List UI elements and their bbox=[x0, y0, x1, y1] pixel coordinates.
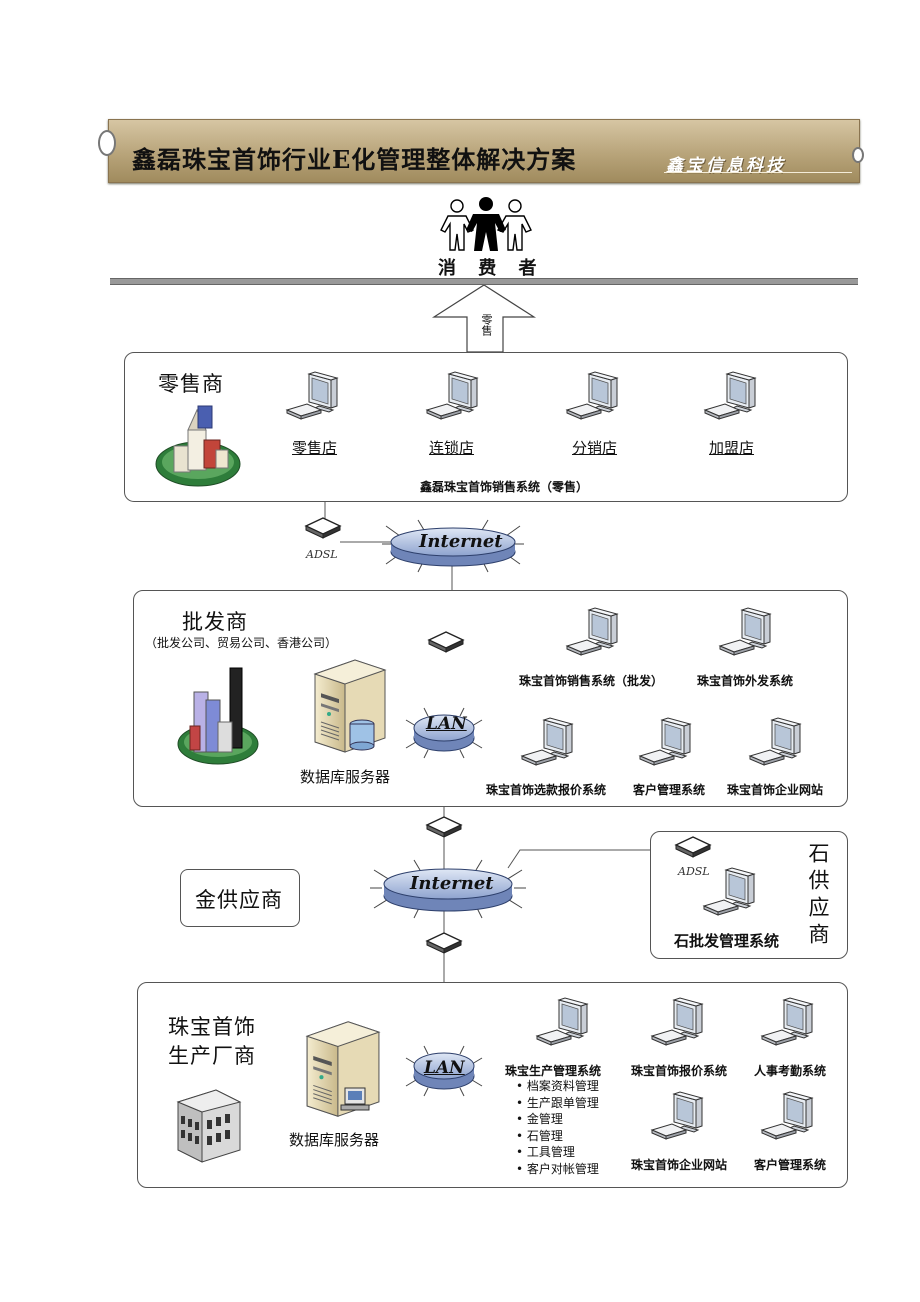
wholesale-system-website: 珠宝首饰企业网站 bbox=[727, 783, 824, 797]
computer-icon-retail-4 bbox=[703, 370, 765, 426]
shop-label-chain: 连锁店 bbox=[429, 439, 475, 457]
computer-icon-mfg-4 bbox=[650, 1090, 712, 1146]
wholesale-system-crm: 客户管理系统 bbox=[633, 783, 706, 797]
mfg-module-item: 生产跟单管理 bbox=[516, 1095, 599, 1112]
mfg-module-item: 档案资料管理 bbox=[516, 1078, 599, 1095]
wholesale-system-outsource: 珠宝首饰外发系统 bbox=[697, 674, 794, 688]
computer-icon-retail-1 bbox=[285, 370, 347, 426]
stone-system-label: 石批发管理系统 bbox=[674, 932, 780, 950]
switch-icon-1 bbox=[427, 630, 465, 654]
stone-supplier-title: 石供应商 bbox=[806, 842, 830, 950]
computer-icon-wholesale-2 bbox=[718, 606, 780, 662]
banner-curl-left bbox=[98, 130, 116, 156]
retail-box bbox=[124, 352, 848, 502]
stone-adsl-label: ADSL bbox=[678, 865, 710, 878]
switch-icon-3 bbox=[425, 931, 463, 955]
computer-icon-mfg-2 bbox=[650, 996, 712, 1052]
mfg-system-quote: 珠宝首饰报价系统 bbox=[631, 1064, 728, 1078]
skyscrapers-icon bbox=[177, 667, 259, 765]
mfg-system-hr: 人事考勤系统 bbox=[754, 1064, 827, 1078]
banner-curl-right bbox=[852, 147, 864, 163]
retail-title: 零售商 bbox=[158, 372, 224, 396]
internet-label-2: Internet bbox=[410, 873, 494, 894]
mfg-system-crm: 客户管理系统 bbox=[754, 1158, 827, 1172]
separator-bar bbox=[110, 278, 858, 285]
computer-icon-retail-2 bbox=[425, 370, 487, 426]
mfg-module-item: 金管理 bbox=[516, 1111, 599, 1128]
consumer-label: 消 费 者 bbox=[438, 258, 545, 279]
lan-label-2: LAN bbox=[424, 1058, 465, 1078]
database-server-icon-2 bbox=[303, 1016, 381, 1120]
computer-icon-mfg-3 bbox=[760, 996, 822, 1052]
city-icon bbox=[155, 405, 241, 487]
computer-icon-wholesale-5 bbox=[748, 716, 810, 772]
mfg-module-item: 客户对帐管理 bbox=[516, 1161, 599, 1178]
gold-supplier-title: 金供应商 bbox=[195, 888, 283, 912]
switch-icon-2 bbox=[425, 815, 463, 839]
arrow-label: 零售 bbox=[480, 314, 493, 336]
retail-system-label: 鑫磊珠宝首饰销售系统（零售） bbox=[420, 480, 589, 494]
mfg-module-item: 石管理 bbox=[516, 1128, 599, 1145]
computer-icon-wholesale-1 bbox=[565, 606, 627, 662]
adsl-label: ADSL bbox=[306, 548, 338, 561]
internet-label-1: Internet bbox=[419, 531, 503, 552]
gold-supplier-box bbox=[180, 869, 300, 927]
wholesale-title: 批发商 bbox=[182, 610, 248, 634]
shop-label-retail: 零售店 bbox=[292, 439, 338, 457]
adsl-modem-icon-2 bbox=[674, 835, 712, 859]
lan-label-1: LAN bbox=[426, 714, 467, 734]
wholesale-box bbox=[133, 590, 848, 807]
manufacturer-server-label: 数据库服务器 bbox=[289, 1131, 380, 1149]
wholesale-system-sales: 珠宝首饰销售系统（批发） bbox=[519, 674, 664, 688]
mfg-module-list: 档案资料管理 生产跟单管理 金管理 石管理 工具管理 客户对帐管理 bbox=[516, 1078, 599, 1177]
adsl-modem-icon bbox=[304, 516, 342, 540]
factory-icon bbox=[176, 1089, 242, 1163]
wholesale-system-quote: 珠宝首饰选款报价系统 bbox=[486, 783, 607, 797]
mfg-system-website: 珠宝首饰企业网站 bbox=[631, 1158, 728, 1172]
consumers-icon bbox=[440, 197, 532, 251]
database-server-icon bbox=[311, 656, 387, 754]
banner-underline bbox=[664, 172, 852, 173]
manufacturer-title-line1: 珠宝首饰 bbox=[168, 1015, 256, 1039]
shop-label-franchise: 加盟店 bbox=[709, 439, 755, 457]
manufacturer-title-line2: 生产厂商 bbox=[168, 1044, 256, 1068]
wholesale-subtitle: （批发公司、贸易公司、香港公司） bbox=[145, 636, 338, 650]
computer-icon-wholesale-4 bbox=[638, 716, 700, 772]
mfg-main-system: 珠宝生产管理系统 bbox=[505, 1064, 602, 1078]
computer-icon-retail-3 bbox=[565, 370, 627, 426]
mfg-module-item: 工具管理 bbox=[516, 1144, 599, 1161]
wholesale-server-label: 数据库服务器 bbox=[300, 768, 391, 786]
computer-icon-stone bbox=[702, 866, 764, 922]
shop-label-distribution: 分销店 bbox=[572, 439, 618, 457]
computer-icon-mfg-5 bbox=[760, 1090, 822, 1146]
computer-icon-mfg-1 bbox=[535, 996, 597, 1052]
banner-brand: 鑫宝信息科技 bbox=[666, 156, 786, 176]
computer-icon-wholesale-3 bbox=[520, 716, 582, 772]
manufacturer-box bbox=[137, 982, 848, 1188]
banner-title: 鑫磊珠宝首饰行业E化管理整体解决方案 bbox=[132, 145, 577, 174]
